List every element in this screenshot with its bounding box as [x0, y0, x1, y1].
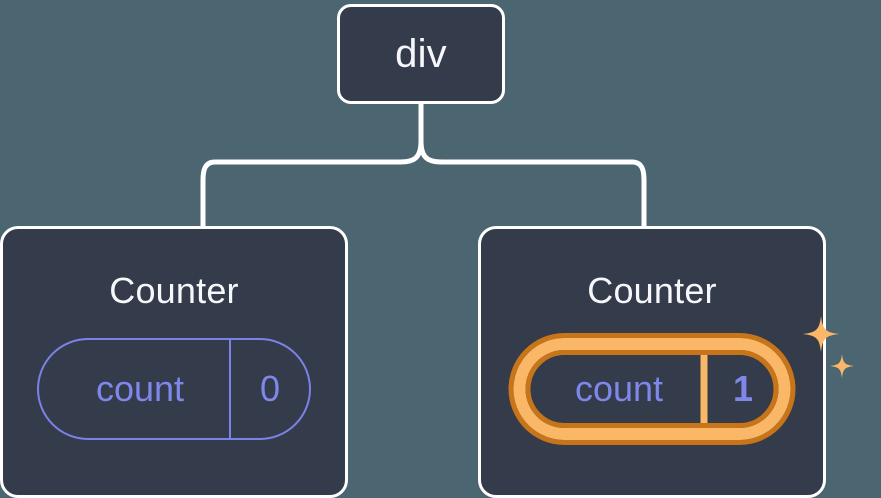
sparkle-small-icon — [830, 354, 854, 378]
node-counter-right-label: Counter — [587, 270, 717, 311]
node-counter-left[interactable]: Counter count 0 — [0, 226, 348, 498]
state-key-right: count — [574, 368, 664, 409]
node-root-div[interactable]: div — [337, 4, 505, 104]
state-key-left: count — [95, 368, 185, 409]
state-value-right: 1 — [700, 350, 779, 428]
state-pill-right-highlighted[interactable]: count 1 — [513, 338, 791, 440]
node-counter-right[interactable]: Counter count 1 — [478, 226, 826, 498]
state-value-left: 0 — [229, 340, 309, 438]
node-counter-left-label: Counter — [109, 270, 239, 311]
state-pill-left-wrapper: count 0 — [37, 338, 311, 440]
state-pill-right-wrapper: count 1 — [513, 338, 791, 440]
connector-left-branch — [200, 138, 424, 229]
state-pill-left[interactable]: count 0 — [37, 338, 311, 440]
connector-right-branch — [418, 138, 647, 229]
node-root-label: div — [395, 32, 447, 76]
